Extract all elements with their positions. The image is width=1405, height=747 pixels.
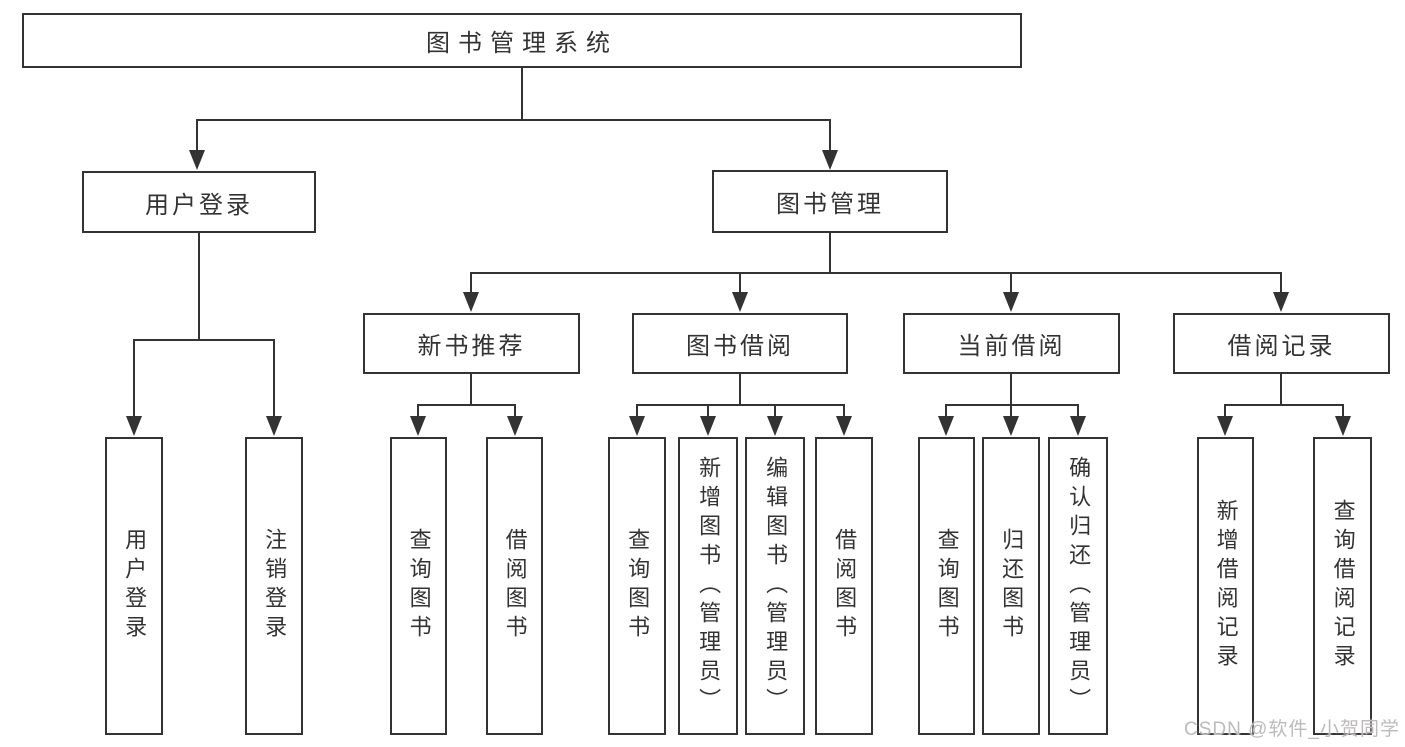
node-new-book-recommend: 新书推荐 (363, 313, 580, 374)
leaf-query-book-3: 查询图书 (918, 437, 975, 735)
leaf-borrow-book-1-label: 借阅图书 (502, 528, 528, 644)
leaf-borrow-book-2: 借阅图书 (815, 437, 873, 735)
leaf-query-borrow-record: 查询借阅记录 (1313, 437, 1372, 735)
node-book-management: 图书管理 (712, 170, 948, 233)
leaf-logout-label: 注销登录 (262, 528, 288, 644)
leaf-query-book-1-label: 查询图书 (406, 528, 432, 644)
node-book-borrow-label: 图书借阅 (686, 333, 794, 360)
leaf-add-borrow-record: 新增借阅记录 (1197, 437, 1254, 735)
node-new-book-recommend-label: 新书推荐 (417, 333, 526, 360)
leaf-confirm-return-admin: 确认归还（管理员） (1048, 437, 1108, 735)
node-current-borrow: 当前借阅 (903, 313, 1120, 374)
leaf-query-book-3-label: 查询图书 (934, 528, 960, 644)
leaf-add-borrow-record-label: 新增借阅记录 (1213, 499, 1239, 673)
leaf-return-book-label: 归还图书 (999, 528, 1025, 644)
leaf-borrow-book-1: 借阅图书 (486, 437, 543, 735)
leaf-query-borrow-record-label: 查询借阅记录 (1330, 499, 1356, 673)
node-user-login-label: 用户登录 (145, 191, 253, 219)
leaf-add-book-admin-label: 新增图书（管理员） (696, 455, 722, 717)
node-root: 图书管理系统 (22, 13, 1022, 68)
leaf-query-book-1: 查询图书 (390, 437, 447, 735)
node-book-borrow: 图书借阅 (632, 313, 848, 374)
leaf-borrow-book-2-label: 借阅图书 (832, 528, 858, 644)
leaf-add-book-admin: 新增图书（管理员） (678, 437, 738, 735)
node-current-borrow-label: 当前借阅 (957, 333, 1066, 360)
leaf-query-book-2-label: 查询图书 (625, 528, 651, 644)
leaf-user-login-label: 用户登录 (122, 528, 148, 644)
leaf-user-login: 用户登录 (105, 437, 163, 735)
node-borrow-record-label: 借阅记录 (1227, 333, 1336, 360)
leaf-return-book: 归还图书 (982, 437, 1040, 735)
node-root-label: 图书管理系统 (426, 30, 618, 57)
leaf-edit-book-admin-label: 编辑图书（管理员） (763, 455, 789, 717)
node-user-login: 用户登录 (82, 171, 316, 233)
csdn-watermark: CSDN @软件_小贺同学 (1184, 719, 1400, 740)
node-borrow-record: 借阅记录 (1173, 313, 1390, 374)
leaf-confirm-return-admin-label: 确认归还（管理员） (1066, 455, 1092, 717)
leaf-logout: 注销登录 (245, 437, 303, 735)
leaf-query-book-2: 查询图书 (608, 437, 666, 735)
leaf-edit-book-admin: 编辑图书（管理员） (745, 437, 805, 735)
node-book-management-label: 图书管理 (776, 191, 884, 218)
